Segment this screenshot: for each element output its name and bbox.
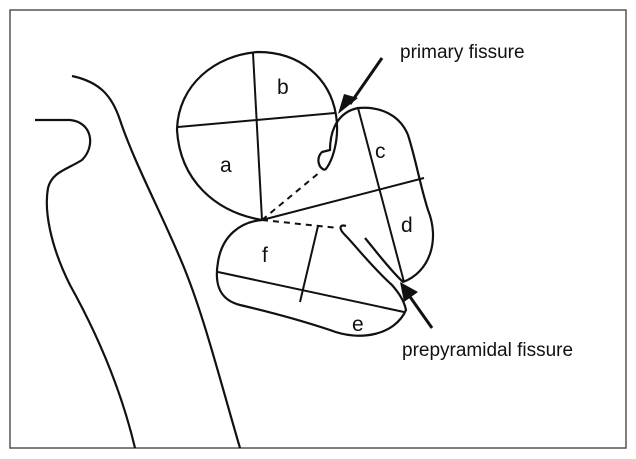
prepyramidal-fissure-label: prepyramidal fissure	[402, 340, 573, 361]
dashed-link-prepyramidal	[262, 220, 338, 228]
region-label-d: d	[401, 214, 413, 237]
brainstem-outer-outline	[72, 76, 240, 448]
prepyramidal-fissure-arrow-shaft	[408, 294, 432, 328]
region-label-e: e	[352, 313, 364, 336]
region-label-f: f	[262, 244, 268, 267]
right-lobe-outline	[318, 108, 433, 282]
region-label-c: c	[375, 140, 386, 163]
right-lobe-divider-horizontal	[262, 178, 424, 220]
region-label-b: b	[277, 76, 289, 99]
brainstem-inner-outline	[35, 120, 135, 448]
upper-lobe-divider-vertical	[253, 53, 262, 220]
region-label-a: a	[220, 154, 232, 177]
primary-fissure-label: primary fissure	[400, 42, 525, 63]
